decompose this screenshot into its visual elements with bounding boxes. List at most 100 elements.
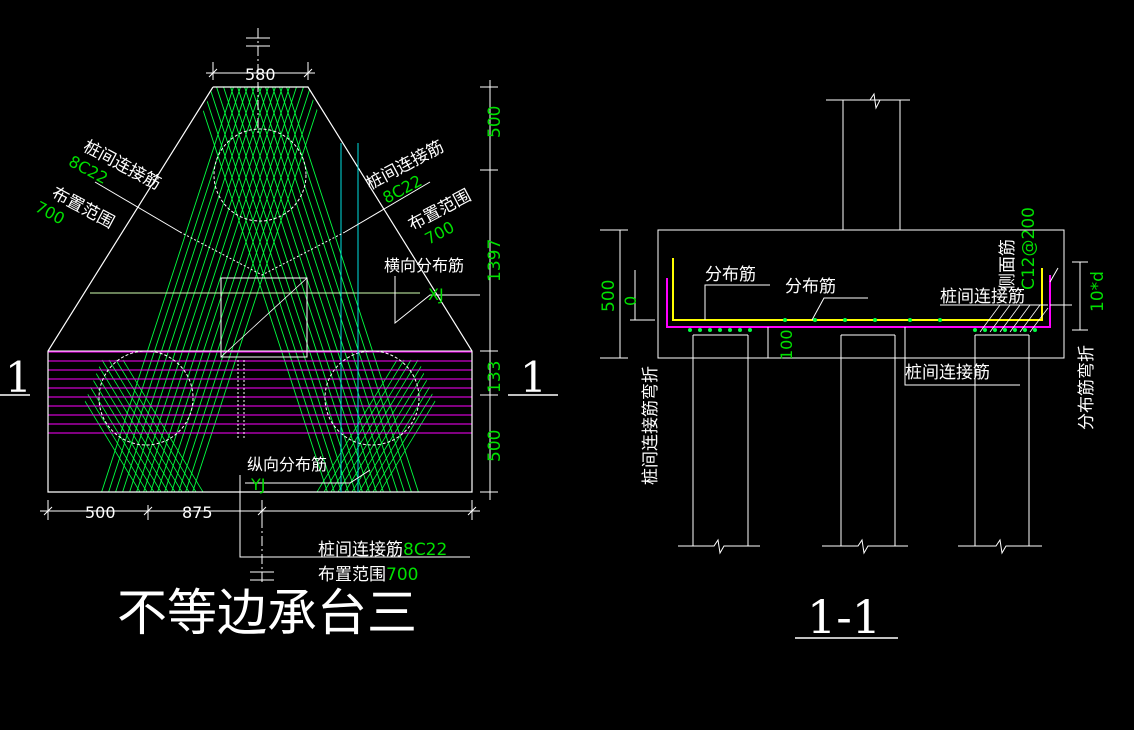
rebar-line: [94, 359, 176, 492]
rebar-line: [175, 87, 317, 492]
section-dim-500: 500: [599, 280, 619, 312]
section-pile-middle: [822, 538, 908, 555]
rebar-dot: [983, 328, 987, 332]
rebar-dots: [688, 318, 1037, 332]
rebar-line: [147, 87, 289, 492]
rebar-line: [189, 87, 331, 492]
rebar-line: [203, 87, 345, 492]
section-title: 1-1: [807, 590, 881, 644]
dim-bottom-875: 875: [182, 503, 213, 522]
rebar-line: [330, 359, 412, 492]
section-dim-0: 0: [621, 296, 640, 306]
rebar-band-magenta: [48, 351, 472, 434]
label-longitudinal-code: YJ: [250, 475, 266, 494]
section-cap-outline: [657, 229, 1065, 359]
rebar-line: [87, 359, 169, 492]
label-dist-bent: 分布筋弯折: [1077, 345, 1097, 430]
rebar-distribution-yellow: [672, 258, 1043, 321]
rebar-dot: [813, 318, 817, 322]
rebar-line: [161, 87, 303, 492]
section-bend-10d: 10*d: [1088, 271, 1108, 312]
rebar-line: [122, 359, 204, 492]
rebar-line: [140, 87, 282, 492]
rebar-dot: [688, 328, 692, 332]
section-pile-right: [958, 538, 1042, 555]
rebar-dot: [748, 328, 752, 332]
label-dist-1: 分布筋: [705, 265, 756, 285]
section-dim-100: 100: [777, 329, 796, 360]
section-mark-left: 1: [5, 353, 32, 402]
section-view: [600, 92, 1088, 639]
rebar-line: [351, 359, 433, 492]
rebar-line: [210, 87, 352, 492]
rebar-dot: [708, 328, 712, 332]
rebar-dot: [718, 328, 722, 332]
rebar-line: [154, 87, 296, 492]
rebar-line: [108, 359, 190, 492]
label-transverse: 横向分布筋: [384, 256, 464, 275]
section-mark-right: 1: [520, 353, 547, 402]
rebar-line: [105, 87, 247, 492]
rebar-hatch-left: [59, 87, 422, 492]
rebar-line: [196, 87, 338, 492]
label-dist-2: 分布筋: [785, 277, 836, 297]
rebar-line: [316, 359, 398, 492]
rebar-line: [112, 87, 254, 492]
rebar-dot: [738, 328, 742, 332]
pile-circle-right: [324, 350, 420, 446]
rebar-line: [231, 87, 373, 492]
rebar-line: [133, 87, 275, 492]
label-side-rebar: 侧面筋: [998, 239, 1018, 290]
column-outline: [220, 277, 308, 358]
dim-top-580: 580: [245, 65, 276, 84]
plan-view: [0, 28, 558, 585]
rebar-line: [98, 87, 240, 492]
rebar-link-magenta: [666, 275, 1051, 328]
rebar-dot: [783, 318, 787, 322]
dim-right-500a: 500: [485, 106, 505, 138]
plan-labels: 580 500 875 500 1397 133 500 桩间连接筋 8C22 …: [5, 65, 547, 642]
rebar-line: [224, 87, 366, 492]
label-transverse-code: XJ: [428, 285, 444, 304]
rebar-line: [101, 359, 183, 492]
rebar-dot: [938, 318, 942, 322]
rebar-hatch-right: [98, 87, 461, 492]
rebar-line: [119, 87, 261, 492]
dim-right-500b: 500: [485, 430, 505, 462]
rebar-dot: [843, 318, 847, 322]
rebar-line: [358, 359, 440, 492]
label-pile-link-bottom: 桩间连接筋: [905, 363, 990, 383]
section-labels: 500 0 100 C12@200 10*d 分布筋 分布筋 桩间连接筋 桩间连…: [599, 207, 1108, 644]
rebar-line: [168, 87, 310, 492]
label-longitudinal: 纵向分布筋: [247, 455, 327, 474]
rebar-line: [323, 359, 405, 492]
rebar-dot: [993, 328, 997, 332]
rebar-line: [126, 87, 268, 492]
rebar-line: [337, 359, 419, 492]
label-pile-link-top: 桩间连接筋: [940, 287, 1025, 307]
rebar-line: [115, 359, 197, 492]
label-pile-link-bent: 桩间连接筋弯折: [641, 366, 661, 485]
rebar-dot: [1003, 328, 1007, 332]
dim-right-133: 133: [485, 361, 505, 393]
pile-circle-left: [98, 350, 194, 446]
rebar-dot: [973, 328, 977, 332]
section-side-spec: C12@200: [1019, 207, 1039, 290]
rebar-dot: [1033, 328, 1037, 332]
pile-circle-top: [213, 128, 307, 222]
rebar-line: [217, 87, 359, 492]
rebar-dot: [698, 328, 702, 332]
rebar-dot: [1013, 328, 1017, 332]
rebar-dot: [908, 318, 912, 322]
rebar-dot: [1023, 328, 1027, 332]
dim-bottom-500: 500: [85, 503, 116, 522]
dim-right-1397: 1397: [485, 239, 505, 282]
plan-title: 不等边承台三: [117, 584, 417, 642]
rebar-line: [80, 359, 162, 492]
rebar-dot: [873, 318, 877, 322]
label-bottom-rebar: 桩间连接筋8C22: [318, 540, 447, 560]
label-bottom-range: 布置范围700: [318, 565, 418, 585]
rebar-line: [182, 87, 324, 492]
